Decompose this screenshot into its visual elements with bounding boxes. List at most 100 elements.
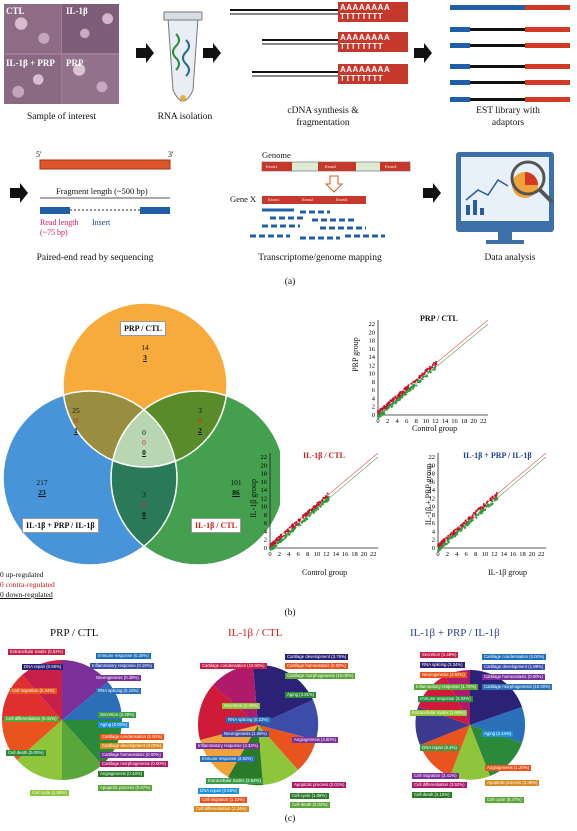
scatter-point	[315, 505, 318, 508]
scatter-point	[293, 525, 296, 528]
scatter-point	[468, 521, 471, 523]
scatter-point	[313, 505, 316, 508]
x-tick-label: 2	[386, 418, 389, 425]
caption-paired: Paired-end read by sequencing	[36, 253, 154, 263]
scatter-point	[485, 505, 488, 508]
scatter-point	[389, 399, 392, 402]
scatter-point	[417, 379, 420, 382]
scatter-point	[404, 393, 407, 396]
scatter-point	[407, 384, 410, 387]
scatter-point	[324, 497, 327, 500]
scatter-point	[453, 530, 456, 533]
scatter-point	[387, 401, 390, 404]
scatter-point	[379, 409, 382, 412]
scatter-point	[394, 395, 397, 398]
scatter-point	[440, 544, 443, 546]
scatter-point	[491, 502, 494, 505]
scatter-point	[382, 407, 385, 410]
scatter-point	[389, 399, 392, 402]
scatter-point	[457, 527, 459, 530]
venn-diagram	[2, 302, 280, 566]
scatter-point	[456, 531, 459, 534]
scatter-point	[401, 391, 404, 394]
scatter-point	[406, 388, 409, 390]
scatter-point	[392, 397, 395, 400]
pie-legend-label: Secretion (1.49%)	[420, 652, 459, 658]
scatter-point	[476, 508, 479, 511]
x-tick-label: 20	[361, 551, 368, 558]
pie-legend-label: Cartilage condensation (0.00%)	[482, 654, 547, 660]
scatter-point	[424, 369, 427, 372]
scatter-point	[437, 544, 440, 547]
scatter-point	[408, 389, 411, 392]
scatter-point	[392, 399, 395, 402]
scatter-point	[310, 511, 313, 514]
venn-center-contra: 0	[142, 438, 146, 447]
scatter-point	[434, 361, 437, 364]
scatter-point	[401, 396, 403, 399]
scatter-point	[322, 496, 325, 499]
read-length: Read length (~75 bp)	[40, 218, 79, 237]
scatter-point	[452, 529, 455, 532]
scatter-point	[319, 505, 322, 508]
scatter-point	[438, 546, 441, 549]
scatter-reference-line	[377, 323, 489, 416]
scatter-point	[440, 545, 443, 548]
scatter-point	[378, 414, 381, 416]
scatter-point	[495, 492, 498, 494]
scatter-point	[449, 533, 452, 536]
y-tick-label: 16	[369, 346, 376, 353]
scatter-point	[394, 402, 397, 405]
scatter-point	[397, 395, 400, 398]
scatter-point	[475, 513, 478, 516]
scatter-point	[428, 367, 431, 370]
scatter-point	[462, 522, 465, 524]
scatter-point	[447, 534, 450, 537]
scatter-point	[399, 396, 402, 399]
scatter-point	[404, 391, 407, 394]
scatter-point	[377, 414, 380, 417]
scatter-point	[461, 523, 464, 526]
venn-il1pc-only-up: 217	[36, 478, 48, 487]
scatter-point	[378, 413, 381, 416]
scatter-point	[451, 535, 454, 538]
scatter-point	[449, 533, 452, 536]
scatter-point	[388, 402, 390, 405]
polya-1: AAAAAAAA	[340, 3, 391, 12]
scatter3-xlabel: IL-1β group	[488, 568, 527, 577]
pie-legend-label: Cartilage homeostasis (0.00%)	[100, 752, 163, 758]
scatter-point	[404, 388, 406, 391]
scatter1-xlabel: Control group	[412, 424, 458, 433]
scatter-point	[415, 379, 418, 382]
scatter-point	[463, 525, 465, 528]
scatter-point	[377, 415, 380, 417]
pie-legend-label: Cartilage development (1.99%)	[482, 664, 546, 670]
scatter-point	[409, 386, 412, 389]
scatter-point	[287, 530, 290, 533]
scatter-point	[434, 367, 436, 370]
pie-legend-label: Cell migration (3.41%)	[412, 773, 459, 779]
scatter-point	[453, 532, 456, 534]
scatter-point	[495, 498, 498, 501]
caption-analysis: Data analysis	[484, 253, 536, 263]
scatter-point	[414, 380, 417, 383]
three-prime: 3'	[168, 150, 174, 159]
scatter-point	[440, 544, 443, 547]
scatter-point	[447, 541, 450, 544]
scatter-point	[483, 504, 486, 507]
scatter-reference-line	[437, 456, 547, 549]
scatter-point	[380, 411, 383, 414]
genome-exon2: Exon2	[325, 164, 337, 169]
scatter-point	[439, 542, 442, 545]
scatter-point	[280, 540, 283, 543]
scatter-point	[379, 409, 382, 412]
scatter-point	[292, 529, 295, 532]
scatter-point	[313, 505, 316, 508]
scatter-point	[480, 512, 482, 515]
x-tick-label: 10	[482, 551, 489, 558]
scatter-point	[439, 546, 442, 548]
scatter-point	[311, 507, 314, 510]
polyt-1: TTTTTTTT	[340, 12, 384, 21]
venn-label-il1b-ctl: IL-1β / CTL	[191, 518, 241, 533]
scatter-point	[452, 532, 455, 535]
